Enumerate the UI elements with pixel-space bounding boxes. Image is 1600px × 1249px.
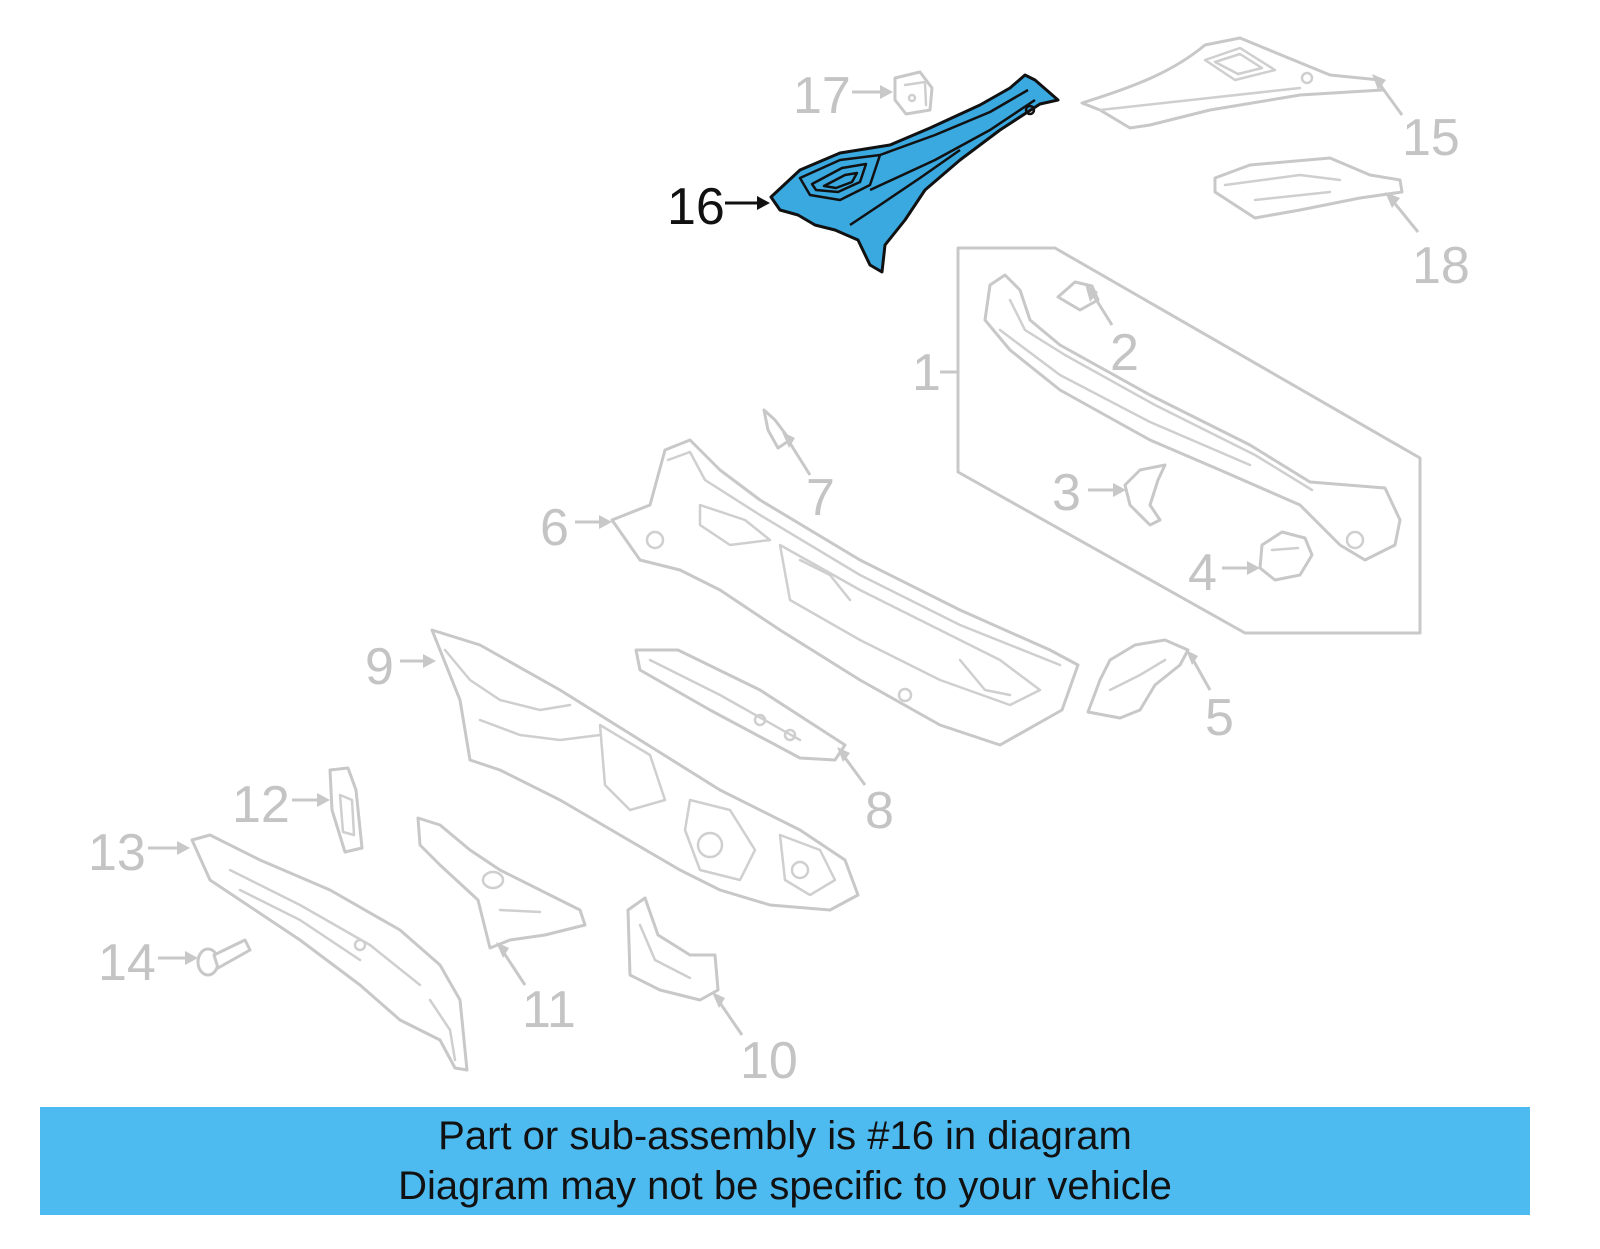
part-13[interactable] <box>190 833 469 1072</box>
part-18[interactable] <box>1213 156 1404 220</box>
part-17[interactable] <box>893 70 934 116</box>
callout-16: 16 <box>667 178 725 236</box>
part-4[interactable] <box>1258 530 1314 582</box>
callout-4: 4 <box>1188 544 1217 602</box>
part-9[interactable] <box>430 628 860 912</box>
callout-7: 7 <box>806 469 835 527</box>
callout-14: 14 <box>98 934 156 992</box>
part-8[interactable] <box>634 648 847 762</box>
part-7[interactable] <box>762 408 792 450</box>
part-5[interactable] <box>1086 638 1190 720</box>
callout-3: 3 <box>1052 464 1081 522</box>
parts-diagram: 15 18 17 16 1 2 3 4 5 6 7 8 9 10 11 12 1… <box>88 36 1470 1090</box>
callout-18: 18 <box>1412 237 1470 295</box>
part-16[interactable] <box>769 73 1060 274</box>
callout-6: 6 <box>540 499 569 557</box>
banner-line-2: Diagram may not be specific to your vehi… <box>398 1164 1172 1208</box>
callout-17: 17 <box>793 67 851 125</box>
callout-2: 2 <box>1110 324 1139 382</box>
info-banner: Part or sub-assembly is #16 in diagram D… <box>40 1107 1530 1215</box>
callout-11: 11 <box>522 981 576 1039</box>
part-1-group-outline <box>956 246 1422 635</box>
callout-9: 9 <box>365 638 394 696</box>
part-12[interactable] <box>328 766 364 854</box>
leader-16 <box>725 196 770 210</box>
banner-line-1: Part or sub-assembly is #16 in diagram <box>438 1114 1132 1158</box>
part-14[interactable] <box>196 938 252 977</box>
callout-13: 13 <box>88 824 146 882</box>
callout-10: 10 <box>740 1032 798 1090</box>
part-6[interactable] <box>610 438 1080 747</box>
part-1[interactable] <box>983 273 1402 562</box>
callout-1: 1 <box>912 344 941 402</box>
part-10[interactable] <box>626 896 720 1002</box>
callout-5: 5 <box>1205 689 1234 747</box>
callout-8: 8 <box>865 782 894 840</box>
leader-lines <box>148 74 1420 1036</box>
part-3[interactable] <box>1123 463 1167 527</box>
callout-12: 12 <box>232 776 290 834</box>
callout-15: 15 <box>1402 109 1460 167</box>
part-15[interactable] <box>1080 36 1384 130</box>
part-11[interactable] <box>416 816 587 950</box>
